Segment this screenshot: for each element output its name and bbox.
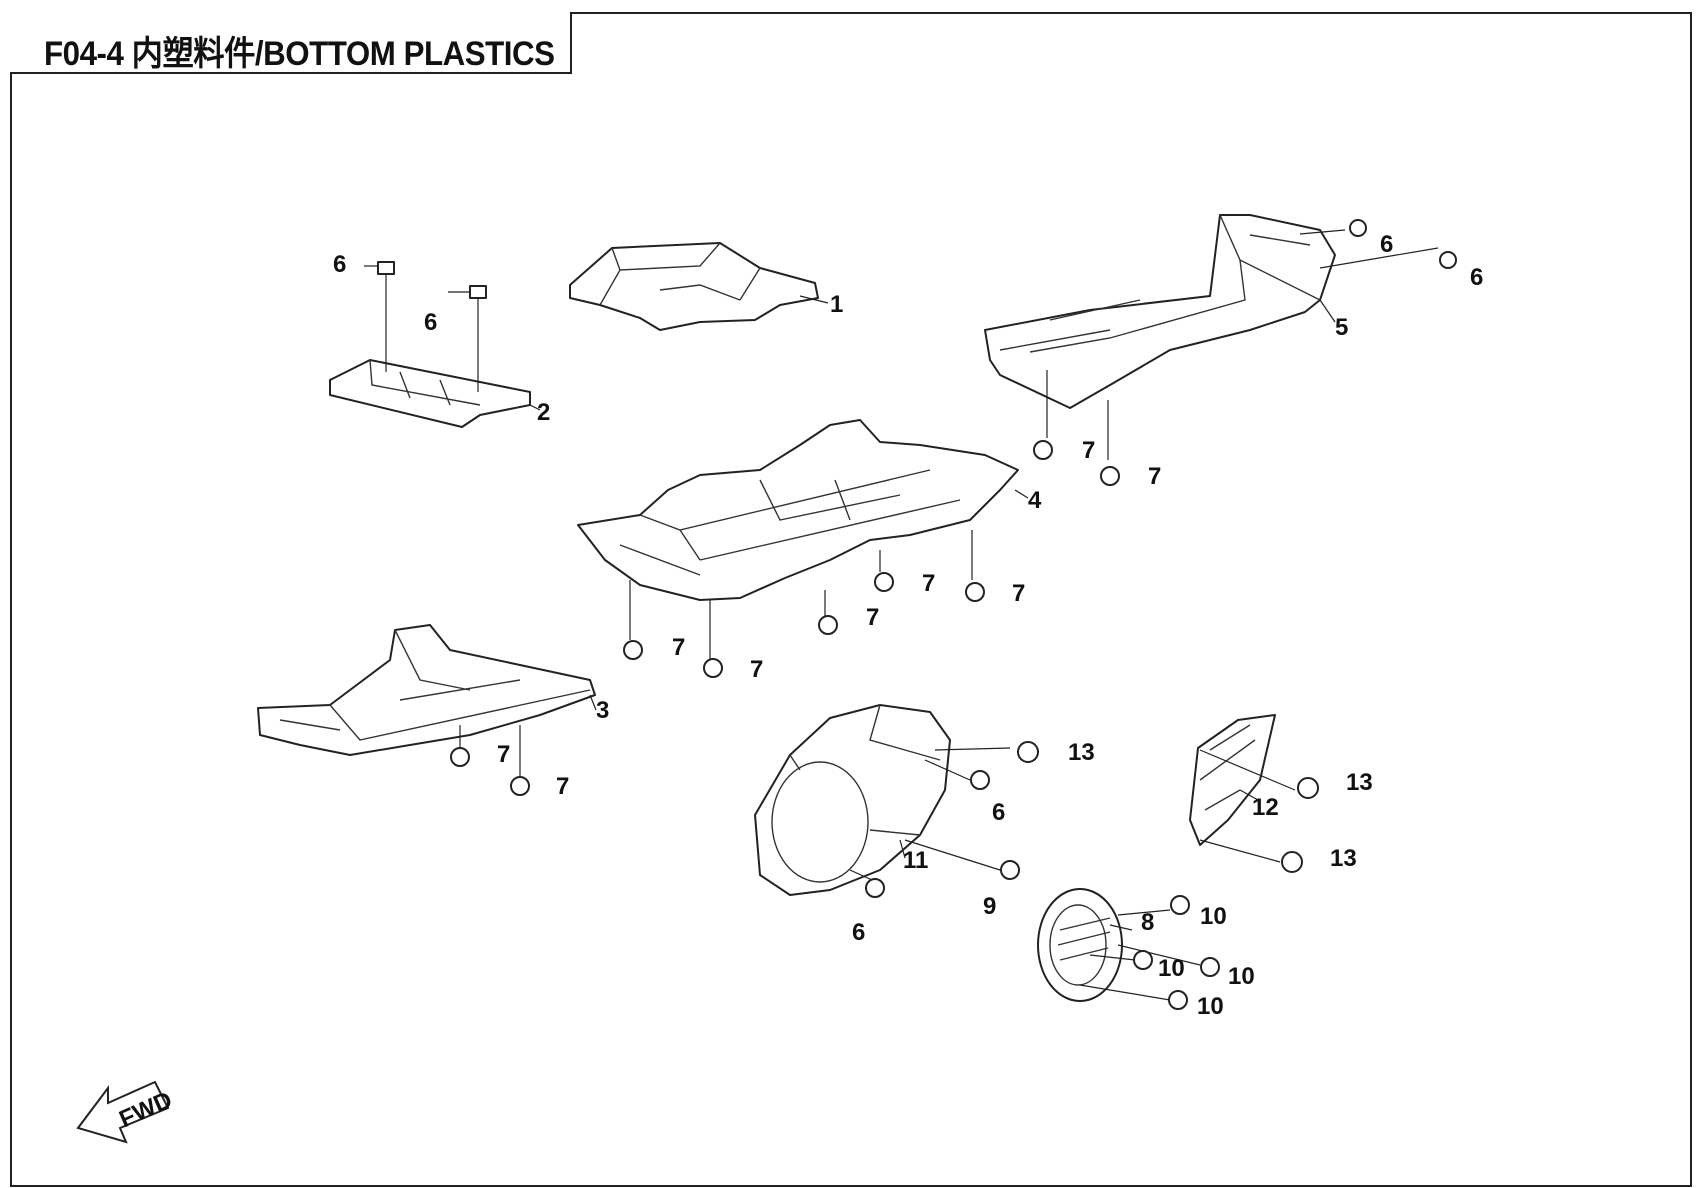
callout-6e: 6 (992, 799, 1005, 826)
callout-7b: 7 (1148, 463, 1161, 490)
callout-2: 2 (537, 399, 550, 426)
callout-7i: 7 (556, 773, 569, 800)
callout-13c: 13 (1330, 845, 1357, 872)
callout-labels: 1 2 3 4 5 6 6 6 6 6 6 7 7 7 7 7 7 7 7 7 … (333, 231, 1483, 1020)
callout-7h: 7 (497, 741, 510, 768)
callout-10d: 10 (1197, 993, 1224, 1020)
callout-13b: 13 (1346, 769, 1373, 796)
callout-6c: 6 (1380, 231, 1393, 258)
part-12-small-cover (1189, 714, 1296, 863)
callout-7a: 7 (1082, 437, 1095, 464)
callout-8: 8 (1141, 909, 1154, 936)
callout-12: 12 (1252, 794, 1279, 821)
callout-9: 9 (983, 893, 996, 920)
callout-11: 11 (903, 847, 928, 874)
callout-13a: 13 (1068, 739, 1095, 766)
fasteners (450, 440, 1319, 1010)
callout-7g: 7 (1012, 580, 1025, 607)
callout-7c: 7 (672, 634, 685, 661)
callout-10b: 10 (1158, 955, 1185, 982)
diagram-title: F04-4 内塑料件/BOTTOM PLASTICS (44, 35, 555, 73)
callout-3: 3 (596, 697, 609, 724)
forward-direction-arrow: FWD (76, 1080, 176, 1144)
callout-6a: 6 (333, 251, 346, 278)
part-1-cover (569, 242, 829, 331)
callout-7e: 7 (866, 604, 879, 631)
callout-10a: 10 (1200, 903, 1227, 930)
part-8-round-cover (1037, 888, 1201, 1002)
part-11-belt-cover (754, 704, 1011, 896)
callout-10c: 10 (1228, 963, 1255, 990)
callout-4: 4 (1028, 487, 1042, 514)
part-4-center-skid (577, 419, 1029, 660)
part-3-front-skid (257, 624, 597, 780)
callout-5: 5 (1335, 314, 1348, 341)
part-2-plate (329, 261, 541, 428)
callout-7f: 7 (922, 570, 935, 597)
part-5-rear-skid (984, 214, 1457, 460)
drawing-frame (10, 12, 1692, 1187)
callout-6b: 6 (424, 309, 437, 336)
callout-1: 1 (830, 291, 843, 318)
title-block: F04-4 内塑料件/BOTTOM PLASTICS (10, 12, 572, 74)
callout-6d: 6 (1470, 264, 1483, 291)
callout-6f: 6 (852, 919, 865, 946)
callout-7d: 7 (750, 656, 763, 683)
